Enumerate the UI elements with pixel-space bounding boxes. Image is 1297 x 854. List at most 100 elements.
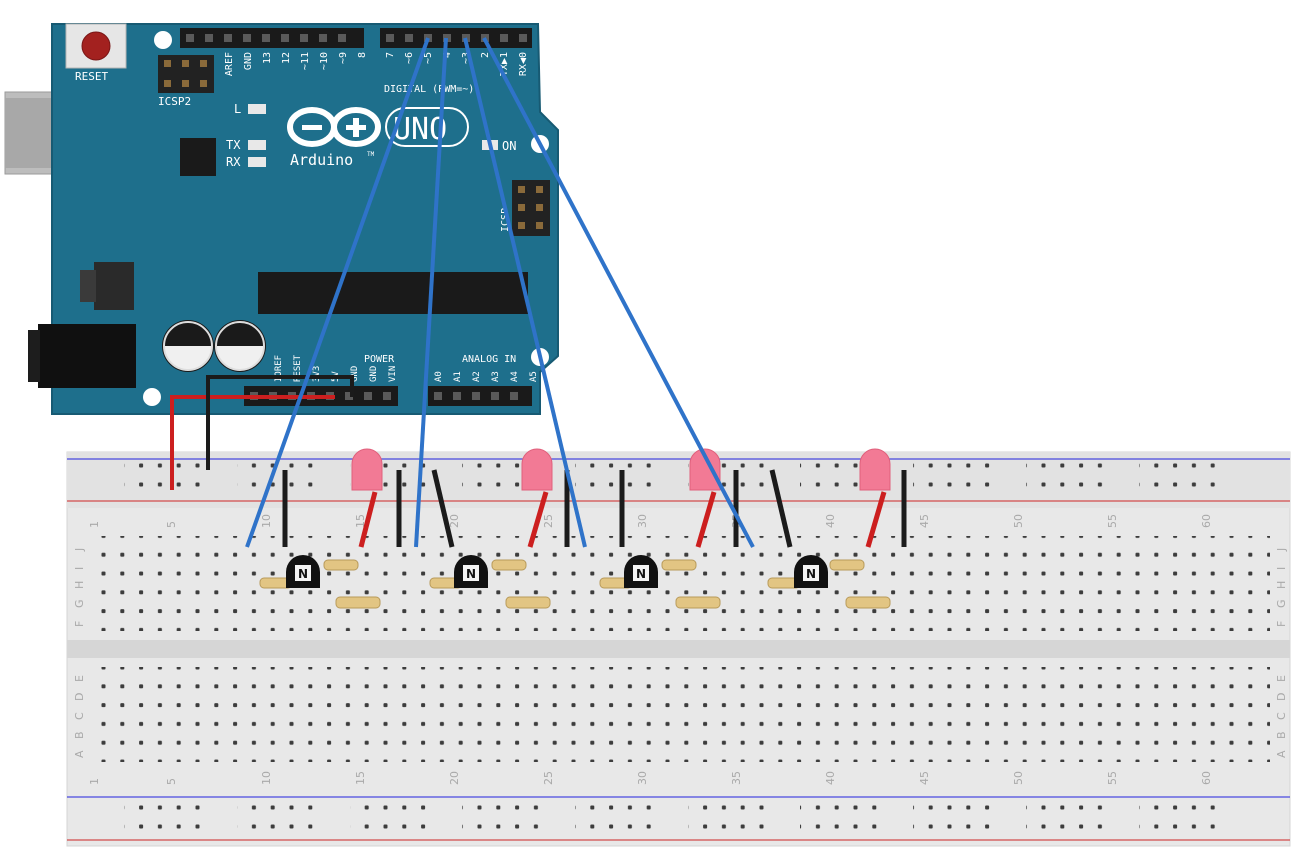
stage-2: N bbox=[429, 448, 570, 609]
col-num: 45 bbox=[918, 514, 931, 528]
pin-label: ~5 bbox=[423, 52, 434, 64]
col-num: 60 bbox=[1200, 771, 1213, 785]
tm-label: TM bbox=[367, 151, 375, 158]
transistor-label: N bbox=[806, 567, 816, 581]
capacitor bbox=[214, 320, 266, 372]
analog-pin-labels: A0 A1 A2 A3 A4 A5 bbox=[434, 371, 539, 382]
row-letters: J I H G F J I H G F E D C B A E D C B A bbox=[73, 548, 1288, 758]
col-num: 60 bbox=[1200, 514, 1213, 528]
capacitor bbox=[162, 320, 214, 372]
brand-label: Arduino bbox=[290, 151, 353, 169]
pin-label: A1 bbox=[453, 371, 463, 382]
col-num: 30 bbox=[636, 771, 649, 785]
led-l-label: L bbox=[234, 102, 241, 116]
pin-label: 8 bbox=[357, 52, 368, 58]
wire-signal-blue bbox=[414, 37, 448, 548]
row-letter: B bbox=[73, 731, 86, 739]
pin-label: 7 bbox=[385, 52, 396, 58]
pin-label: TX▶1 bbox=[499, 52, 510, 76]
row-letter: C bbox=[1275, 712, 1288, 720]
led-tx-label: TX bbox=[226, 138, 241, 152]
wire-ground-black bbox=[769, 469, 793, 548]
wire-led-red bbox=[695, 491, 717, 548]
digital-header-right bbox=[380, 28, 532, 48]
row-letter: I bbox=[73, 567, 86, 570]
pin-label: A5 bbox=[529, 371, 539, 382]
wire-5v-red bbox=[170, 395, 335, 490]
icsp2-label: ICSP2 bbox=[158, 95, 191, 108]
stage-3: N bbox=[599, 448, 739, 609]
row-letter: A bbox=[73, 750, 86, 758]
col-num: 5 bbox=[165, 521, 178, 528]
voltage-regulator bbox=[94, 262, 134, 310]
uno-badge bbox=[385, 107, 469, 147]
usb-chip bbox=[180, 138, 216, 176]
row-letter: E bbox=[1275, 675, 1288, 682]
pin-label: AREF bbox=[224, 52, 235, 76]
wire-ground-black bbox=[431, 469, 455, 548]
resistor bbox=[335, 596, 381, 609]
row-letter: I bbox=[1275, 567, 1288, 570]
bottom-rail-holes bbox=[124, 800, 1224, 836]
pin-label: A2 bbox=[472, 371, 482, 382]
col-num: 25 bbox=[542, 771, 555, 785]
pin-label: 3V3 bbox=[312, 366, 322, 382]
row-letter: A bbox=[1275, 750, 1288, 758]
wire-signal-blue bbox=[245, 37, 430, 548]
wire-gnd-black bbox=[206, 375, 354, 470]
pin-label: 2 bbox=[480, 52, 491, 58]
reset-label: RESET bbox=[75, 70, 108, 83]
bottom-terminal-holes bbox=[100, 667, 1270, 762]
col-num: 50 bbox=[1012, 514, 1025, 528]
pin-label: A4 bbox=[510, 371, 520, 382]
pin-label: GND bbox=[243, 52, 254, 70]
resistor bbox=[505, 596, 551, 609]
col-num: 10 bbox=[260, 514, 273, 528]
pin-label: GND bbox=[350, 366, 360, 382]
col-num: 10 bbox=[260, 771, 273, 785]
col-num: 55 bbox=[1106, 771, 1119, 785]
resistor bbox=[845, 596, 891, 609]
digital-pin-labels: AREF GND 13 12 ~11 ~10 ~9 8 7 ~6 ~5 4 ~3… bbox=[224, 52, 529, 76]
led-rx bbox=[248, 157, 266, 167]
pin-label: 13 bbox=[262, 52, 273, 64]
resistor bbox=[491, 559, 527, 571]
power-jack bbox=[38, 324, 136, 388]
stage-4: N bbox=[767, 448, 907, 609]
col-num: 20 bbox=[448, 514, 461, 528]
led-l bbox=[248, 104, 266, 114]
digital-label: DIGITAL (PWM=~) bbox=[384, 84, 474, 95]
column-numbers-bottom: 1 5 10 15 20 25 30 35 40 45 50 55 60 bbox=[88, 771, 1213, 785]
col-num: 50 bbox=[1012, 771, 1025, 785]
row-letter: B bbox=[1275, 731, 1288, 739]
resistor bbox=[323, 559, 359, 571]
col-num: 40 bbox=[824, 771, 837, 785]
row-letter: H bbox=[73, 581, 86, 589]
led-tx bbox=[248, 140, 266, 150]
wire-signal-blue bbox=[482, 37, 755, 548]
mounting-hole bbox=[143, 388, 161, 406]
resistor bbox=[675, 596, 721, 609]
resistor bbox=[661, 559, 697, 571]
col-num: 1 bbox=[88, 521, 101, 528]
pin-label: A3 bbox=[491, 371, 501, 382]
row-letter: G bbox=[73, 599, 86, 608]
icsp-header bbox=[512, 180, 550, 236]
signal-wires bbox=[245, 37, 755, 548]
row-letter: G bbox=[1275, 599, 1288, 608]
pin-label: IOREF bbox=[274, 355, 284, 382]
pin-label: ~11 bbox=[300, 52, 311, 70]
pin-label: ~9 bbox=[338, 52, 349, 64]
pin-label: A0 bbox=[434, 371, 444, 382]
pin-label: ~6 bbox=[404, 52, 415, 64]
row-letter: C bbox=[73, 712, 86, 720]
power-label: POWER bbox=[364, 354, 395, 365]
row-letter: J bbox=[73, 548, 86, 552]
row-letter: H bbox=[1275, 581, 1288, 589]
col-num: 15 bbox=[354, 771, 367, 785]
resistor bbox=[829, 559, 865, 571]
power-wires bbox=[170, 375, 354, 490]
led-red bbox=[521, 448, 553, 491]
arduino-uno-board: RESET ICSP2 L TX RX bbox=[4, 23, 559, 415]
